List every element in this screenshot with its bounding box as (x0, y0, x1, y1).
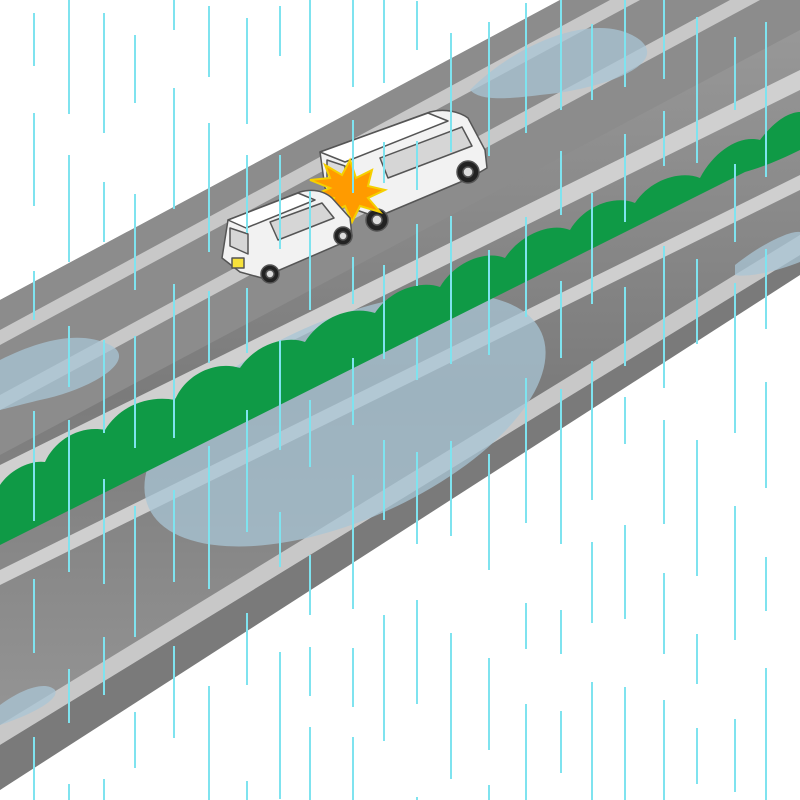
kei-rear-hub (265, 269, 275, 279)
puddle-right (735, 231, 800, 276)
minivan-side-window (379, 126, 473, 179)
kei-rear-window (229, 227, 249, 255)
puddle-left (0, 337, 120, 410)
minivan-front-hub (462, 166, 474, 178)
puddle-top (470, 28, 648, 99)
collision-burst (308, 157, 389, 225)
kei-side-window (269, 202, 335, 241)
puddle-large (144, 293, 546, 547)
upper-carriageway (0, 0, 800, 455)
minivan-rear-hub (371, 214, 383, 226)
white-kei-car (221, 189, 353, 284)
median-hedge (0, 112, 800, 545)
puddle-bottom-left (0, 685, 56, 725)
kei-license-plate (231, 257, 245, 269)
bottom-road-edge (0, 255, 800, 790)
rain-streaks (33, 0, 767, 800)
kei-front-hub (338, 231, 348, 241)
puddles (0, 28, 800, 725)
kei-roof (227, 192, 316, 229)
